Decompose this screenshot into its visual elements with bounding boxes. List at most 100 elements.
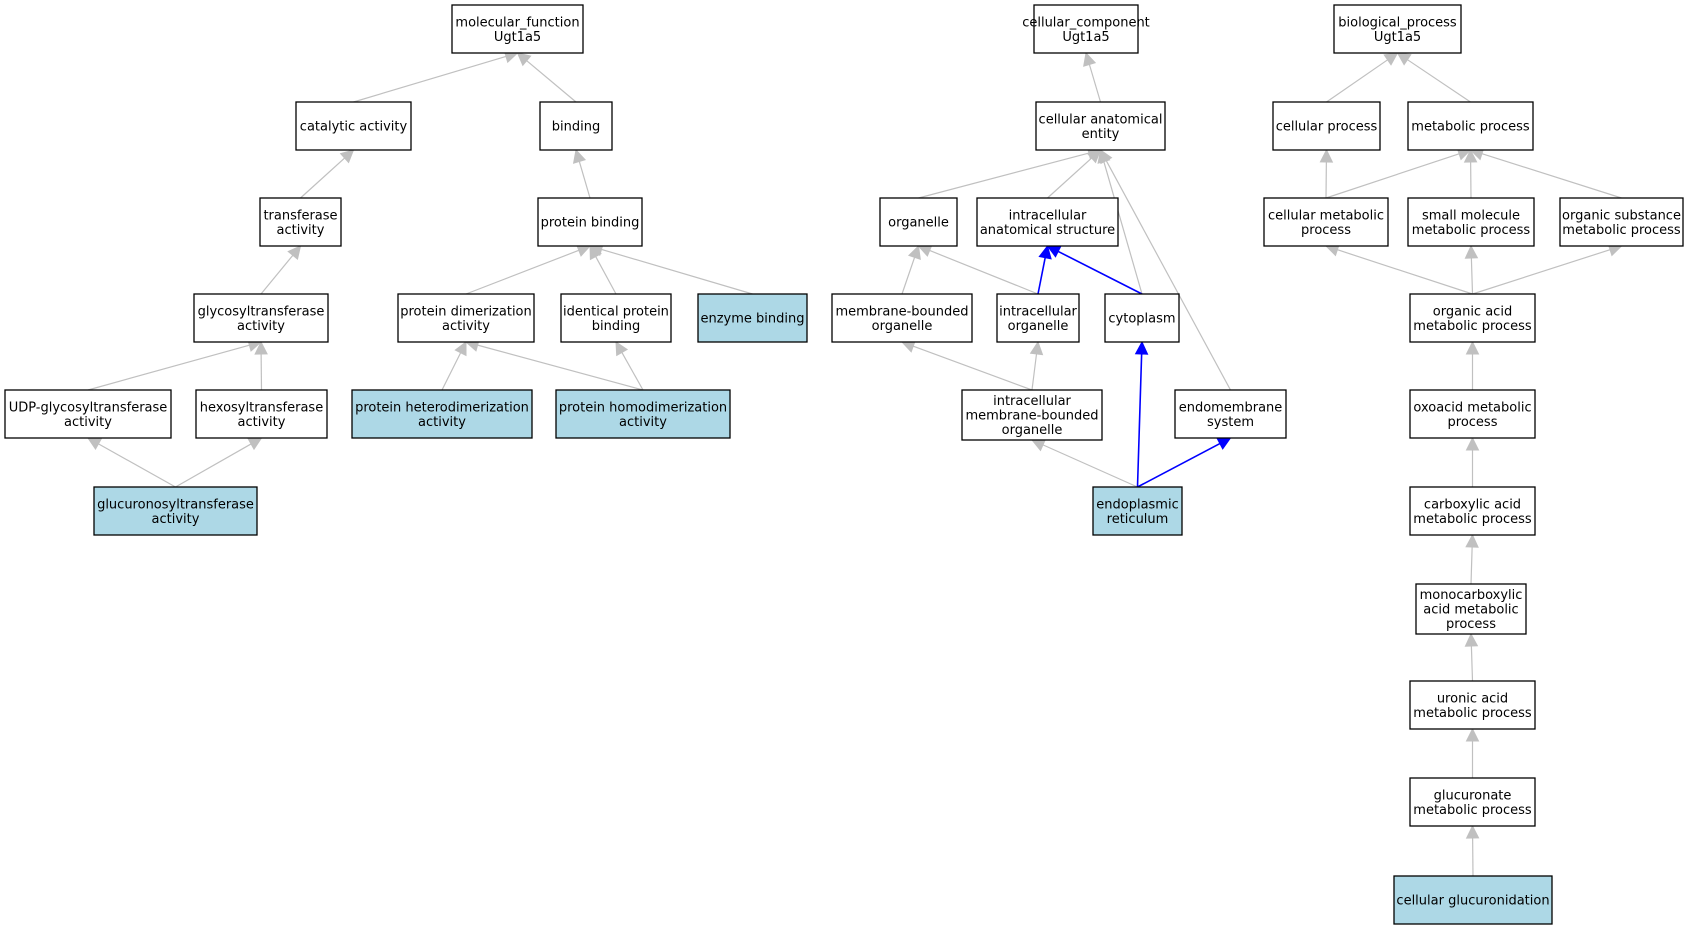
node-organelle[interactable]: organelle xyxy=(879,197,958,247)
node-box xyxy=(93,486,258,536)
edge-line xyxy=(353,55,507,103)
edge-imbo-to-io xyxy=(1029,340,1044,391)
node-protein_binding[interactable]: protein binding xyxy=(537,197,643,247)
edge-cellproc-to-bp xyxy=(1326,52,1399,103)
node-label-line: Ugt1a5 xyxy=(494,30,541,45)
node-label-line: metabolic process xyxy=(1413,706,1532,721)
node-label-line: organelle xyxy=(1008,319,1069,334)
edge-line xyxy=(1047,157,1093,199)
node-label-line: activity xyxy=(238,415,286,430)
node-enzyme[interactable]: enzyme binding xyxy=(697,293,808,343)
edge-orgsub-to-metproc xyxy=(1469,147,1622,199)
node-box xyxy=(1407,197,1535,247)
edge-orgacid-to-cellmet xyxy=(1324,243,1473,295)
edge-line xyxy=(929,249,1039,295)
node-label-line: carboxylic acid xyxy=(1424,497,1521,512)
edge-metproc-to-bp xyxy=(1396,52,1471,103)
edge-dimer-to-protein_binding xyxy=(465,244,592,295)
edge-orgacid-to-orgsub xyxy=(1472,243,1623,295)
node-box xyxy=(1409,293,1536,343)
node-binding[interactable]: binding xyxy=(539,101,613,151)
node-label-line: biological_process xyxy=(1338,15,1457,30)
node-label-line: protein heterodimerization xyxy=(355,400,529,415)
edge-imbo-to-mbo xyxy=(900,339,1033,391)
node-cellproc[interactable]: cellular process xyxy=(1272,101,1381,151)
node-label-line: process xyxy=(1446,617,1496,632)
edge-arrowhead xyxy=(1029,340,1044,356)
edge-line xyxy=(87,344,250,391)
node-box xyxy=(1333,4,1462,54)
edge-line xyxy=(913,345,1033,391)
node-label-line: endomembrane xyxy=(1179,400,1283,415)
edge-line xyxy=(595,256,617,295)
node-label-line: metabolic process xyxy=(1411,120,1530,135)
node-box xyxy=(539,101,613,151)
node-metproc[interactable]: metabolic process xyxy=(1407,101,1534,151)
edge-hexosyl-to-glycosyl xyxy=(254,340,268,391)
node-box xyxy=(996,293,1080,343)
node-cytoplasm[interactable]: cytoplasm xyxy=(1104,293,1180,343)
node-box xyxy=(1263,197,1389,247)
node-label-line: oxoacid metabolic xyxy=(1413,400,1531,415)
edge-arrowhead xyxy=(1464,632,1479,647)
edge-binding-to-mf xyxy=(516,52,577,103)
edge-line xyxy=(1326,59,1388,103)
node-label-line: cellular_component xyxy=(1022,15,1150,30)
edge-glucuronidation-to-glucuronate xyxy=(1465,824,1480,877)
node-box xyxy=(961,389,1103,441)
edge-er-to-cytoplasm xyxy=(1134,340,1149,488)
node-glucuronidation[interactable]: cellular glucuronidation xyxy=(1393,875,1553,925)
node-label-line: metabolic process xyxy=(1562,223,1681,238)
edge-arrowhead xyxy=(1464,244,1479,259)
edge-arrowhead xyxy=(1086,149,1102,164)
node-label-line: metabolic process xyxy=(1412,223,1531,238)
node-label-line: activity xyxy=(277,223,325,238)
edge-arrowhead xyxy=(339,149,355,164)
node-label-line: process xyxy=(1448,415,1498,430)
node-label-line: protein binding xyxy=(541,216,640,231)
node-catalytic[interactable]: catalytic activity xyxy=(295,101,412,151)
node-box xyxy=(1272,101,1381,151)
edge-line xyxy=(441,352,462,391)
node-label-line: catalytic activity xyxy=(300,120,408,135)
edge-arrowhead xyxy=(516,52,532,67)
edge-monocarboxylic-to-carboxylic xyxy=(1465,533,1479,585)
edge-line xyxy=(1057,250,1143,295)
edge-line xyxy=(621,352,644,391)
node-label-line: protein dimerization xyxy=(400,304,532,319)
edge-arrowhead xyxy=(1463,148,1478,163)
edge-line xyxy=(1407,59,1471,103)
node-label-line: metabolic process xyxy=(1413,512,1532,527)
node-box xyxy=(259,197,342,247)
edge-line xyxy=(918,152,1090,199)
node-label-line: membrane-bounded xyxy=(835,304,968,319)
